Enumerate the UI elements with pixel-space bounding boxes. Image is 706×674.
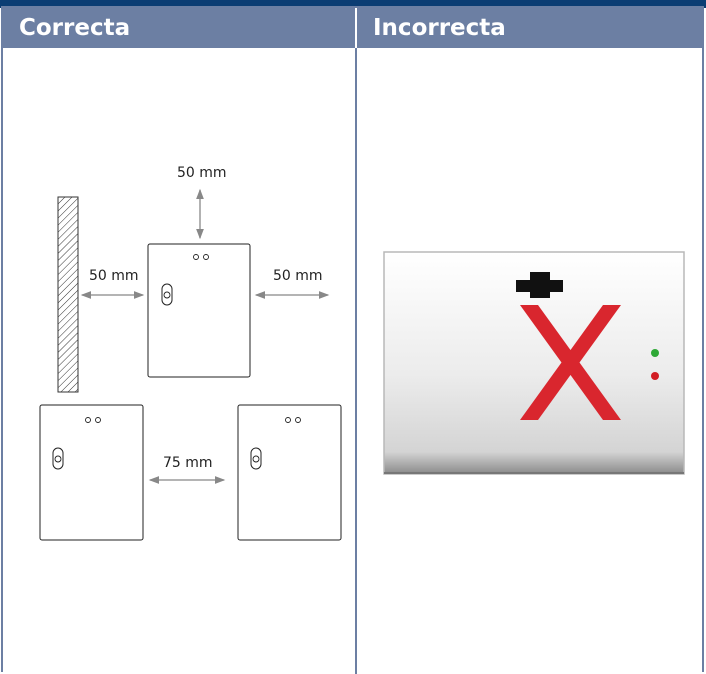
- top-clearance-label: 50 mm: [177, 165, 227, 181]
- wall: [57, 196, 79, 393]
- device-latch-icon: [516, 272, 563, 298]
- header-incorrect: Incorrecta: [357, 8, 704, 48]
- device-box-top: [147, 243, 251, 378]
- led-red: [651, 372, 659, 380]
- right-clearance-label: 50 mm: [273, 268, 323, 284]
- device-box-bottom-left: [39, 404, 144, 541]
- header-divider: [355, 8, 357, 48]
- comparison-table: Correcta Incorrecta: [1, 6, 704, 674]
- incorrect-cross-icon: [520, 305, 621, 420]
- led-green: [651, 349, 659, 357]
- column-divider: [355, 48, 357, 674]
- left-clearance-label: 50 mm: [89, 268, 139, 284]
- between-clearance-label: 75 mm: [163, 455, 213, 471]
- device-box-bottom-right: [237, 404, 342, 541]
- header-correct: Correcta: [3, 8, 355, 48]
- top-bar: [0, 0, 706, 8]
- incorrect-installation-illustration: [383, 251, 685, 475]
